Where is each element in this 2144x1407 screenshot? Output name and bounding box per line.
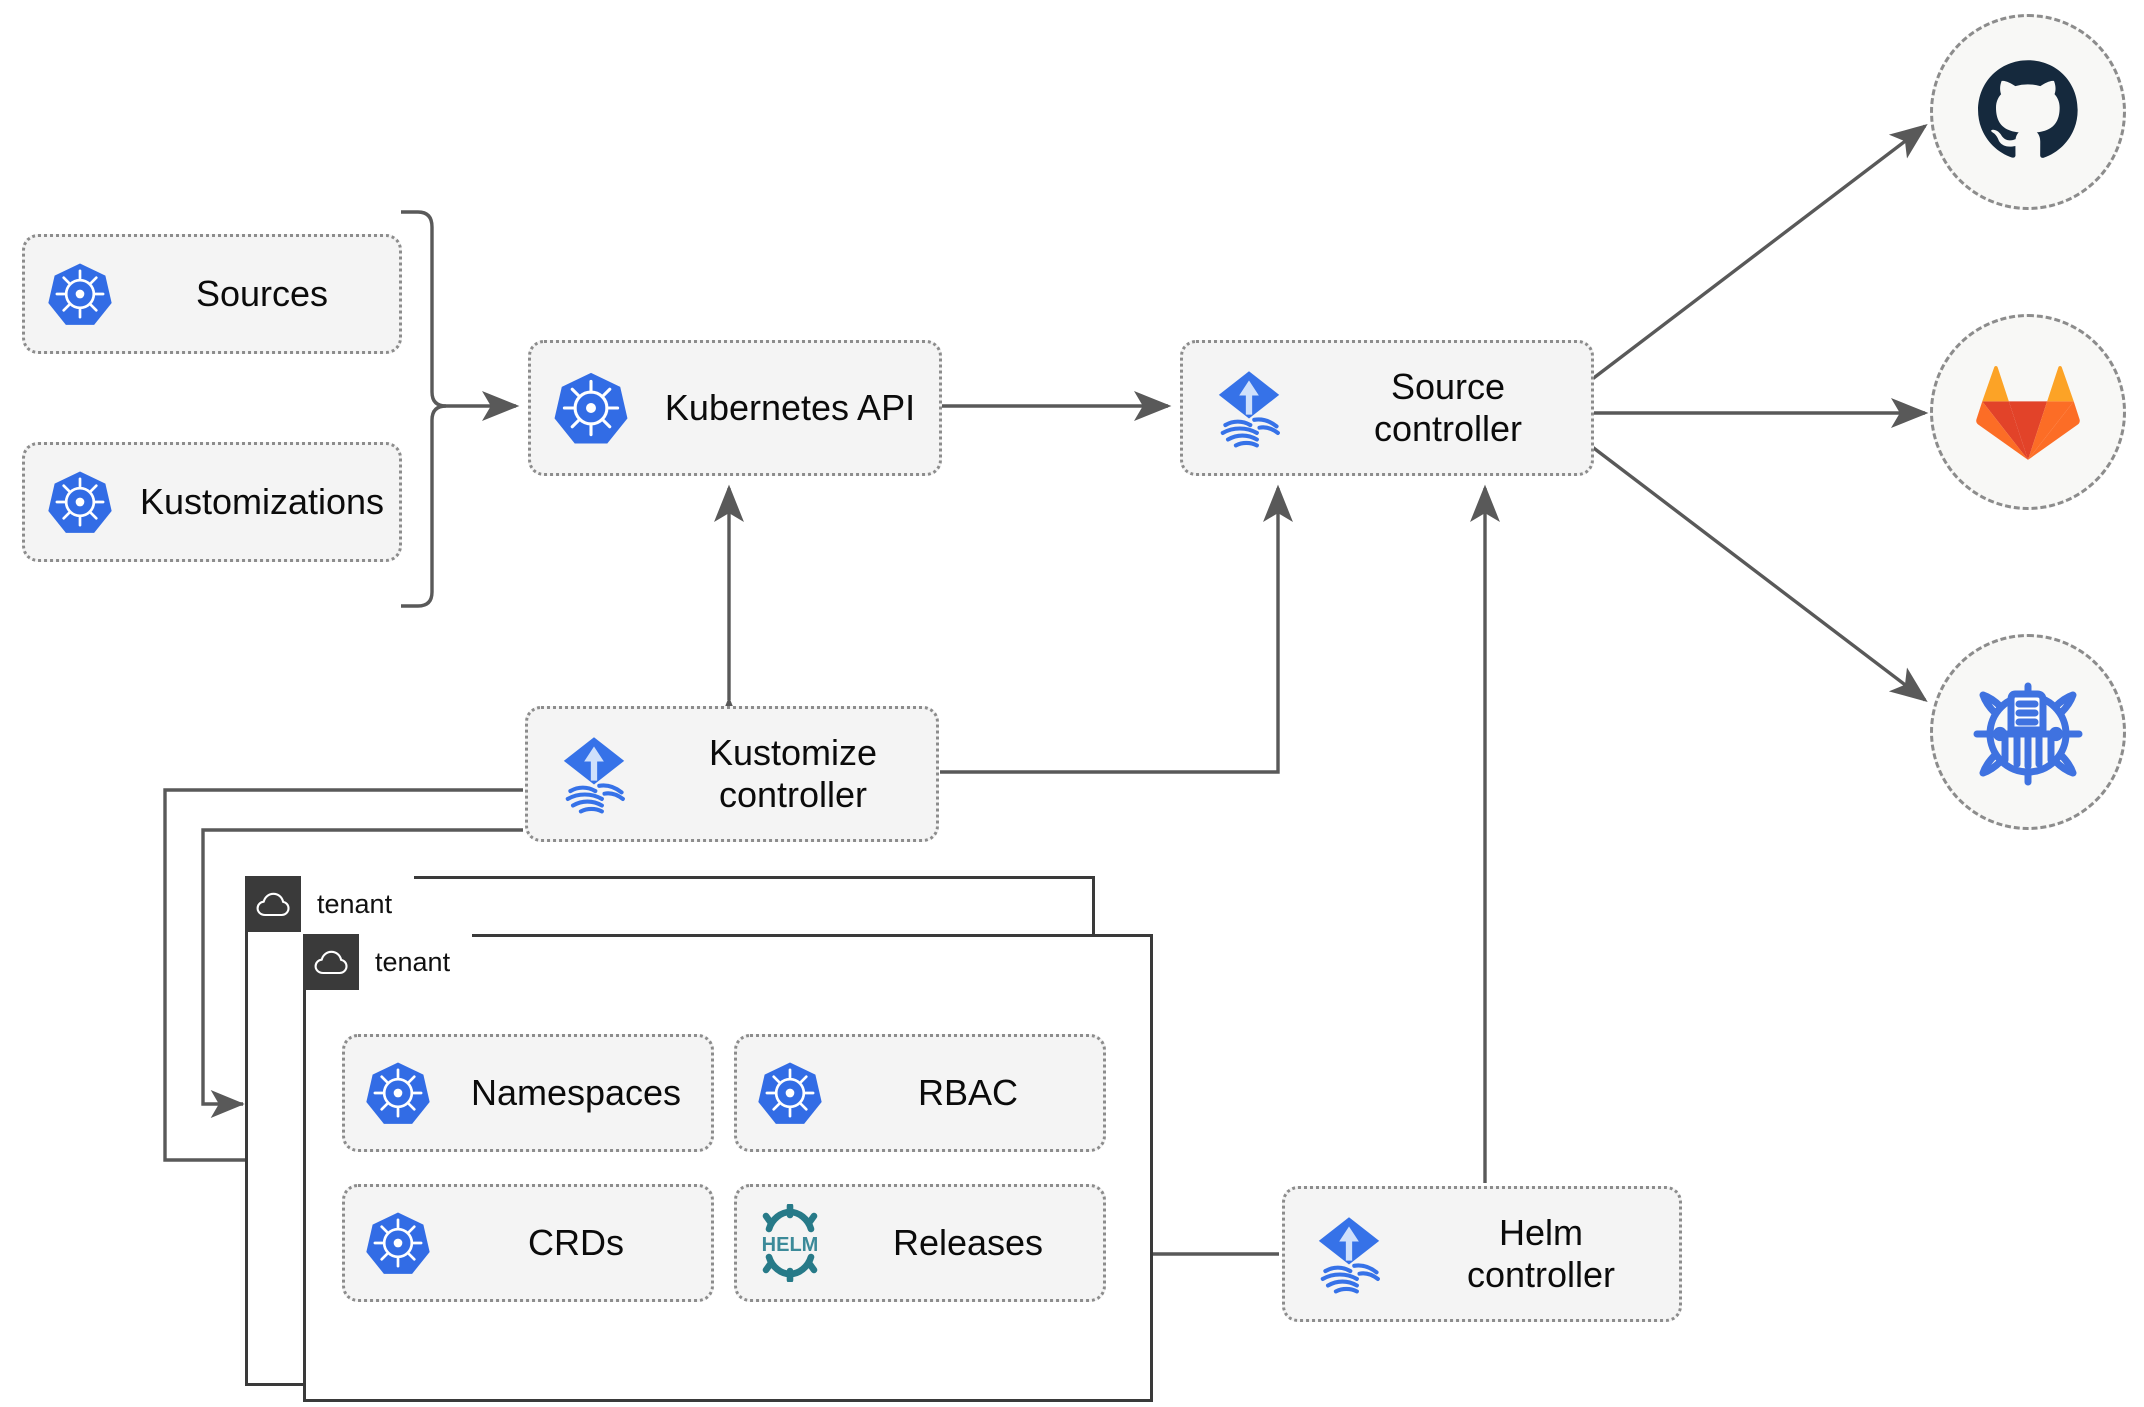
- kubernetes-icon: [345, 1210, 451, 1276]
- cloud-icon: [245, 876, 301, 932]
- node-kubernetes-api[interactable]: Kubernetes API: [528, 340, 942, 476]
- tenant-header: tenant: [303, 934, 473, 990]
- helm-icon: HELM: [737, 1204, 843, 1282]
- node-rbac[interactable]: RBAC: [734, 1034, 1106, 1152]
- kubernetes-icon: [737, 1060, 843, 1126]
- provider-helm-repository[interactable]: [1930, 634, 2126, 830]
- node-label: Source controller: [1373, 365, 1523, 449]
- cloud-icon: [303, 934, 359, 990]
- node-label: Releases: [892, 1221, 1044, 1263]
- tenant-label: tenant: [301, 876, 415, 932]
- node-label: Kustomizations: [139, 480, 385, 522]
- node-label: Sources: [195, 272, 329, 314]
- node-label: Helm controller: [1466, 1211, 1616, 1295]
- node-kustomize-controller[interactable]: Kustomize controller: [525, 706, 939, 842]
- node-label: Kustomize controller: [708, 731, 878, 815]
- node-label: RBAC: [917, 1071, 1019, 1113]
- provider-gitlab[interactable]: [1930, 314, 2126, 510]
- node-label: CRDs: [528, 1221, 624, 1263]
- edge-sourcectrl-helmrepo: [1589, 444, 1928, 703]
- kubernetes-icon: [25, 261, 135, 327]
- kubernetes-icon: [345, 1060, 451, 1126]
- tenant-label: tenant: [359, 934, 473, 990]
- edge-kustomizectrl-sourcectrl: [940, 484, 1293, 774]
- flux-icon: [528, 732, 660, 816]
- github-icon: [1978, 60, 2078, 158]
- node-sources[interactable]: Sources: [22, 234, 402, 354]
- node-helm-controller[interactable]: Helm controller: [1282, 1186, 1682, 1322]
- node-releases[interactable]: HELM Releases: [734, 1184, 1106, 1302]
- gitlab-icon: [1976, 366, 2080, 460]
- edge-sourcectrl-github: [1589, 123, 1928, 382]
- kubernetes-icon: [25, 469, 135, 535]
- node-label: Namespaces: [470, 1071, 682, 1113]
- node-label: Kubernetes API: [664, 386, 916, 428]
- tenant-header: tenant: [245, 876, 415, 932]
- node-kustomizations[interactable]: Kustomizations: [22, 442, 402, 562]
- edge-bracket-sources: [401, 210, 447, 608]
- node-source-controller[interactable]: Source controller: [1180, 340, 1594, 476]
- kubernetes-icon: [531, 370, 651, 446]
- flux-icon: [1285, 1212, 1413, 1296]
- svg-text:HELM: HELM: [762, 1234, 819, 1256]
- helm-repository-icon: [1973, 682, 2083, 786]
- provider-github[interactable]: [1930, 14, 2126, 210]
- node-namespaces[interactable]: Namespaces: [342, 1034, 714, 1152]
- flux-icon: [1183, 366, 1315, 450]
- node-crds[interactable]: CRDs: [342, 1184, 714, 1302]
- tenant-box-inner[interactable]: tenant: [303, 934, 1153, 1402]
